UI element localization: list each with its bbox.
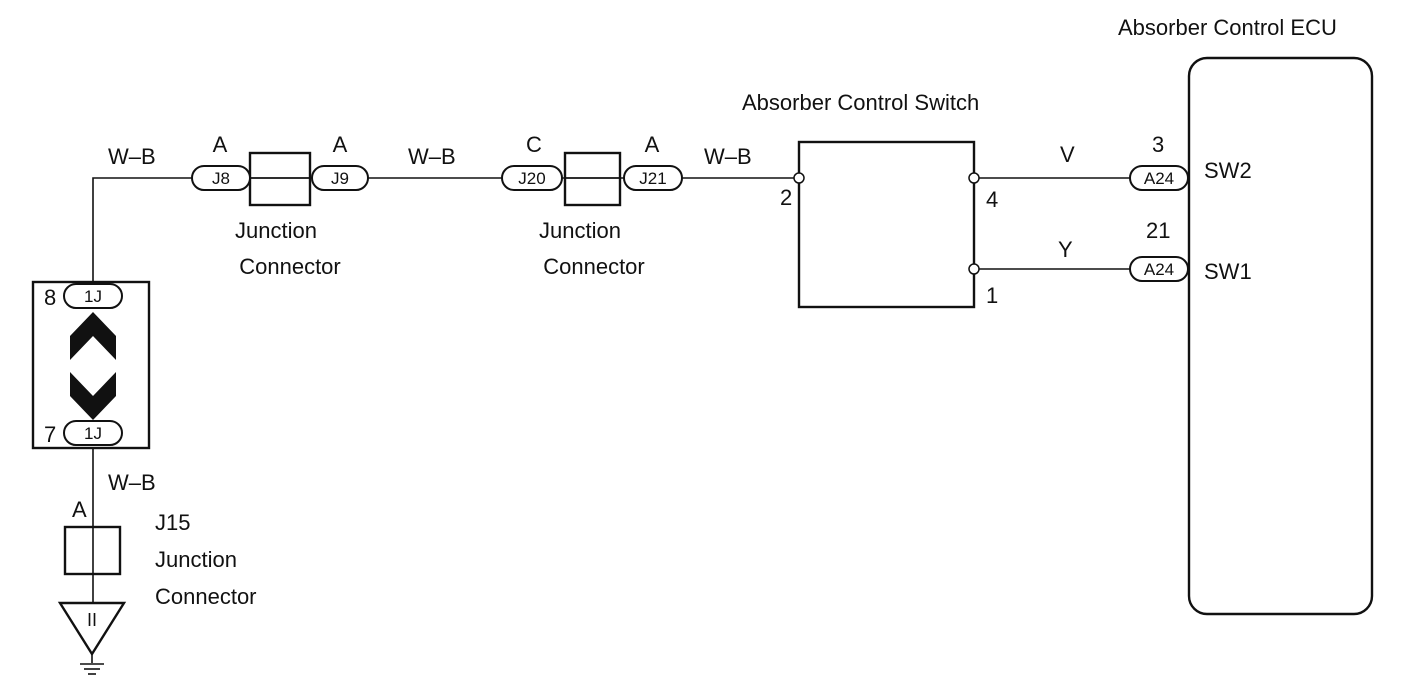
connector-j20-label: J20 — [518, 169, 545, 188]
junction-block-1j: 1J 8 1J 7 — [31, 280, 151, 450]
connector-j8 — [191, 165, 251, 191]
wire-label-y: Y — [1058, 237, 1073, 262]
connector-1j-top-label: 1J — [84, 287, 102, 306]
connector-j20-letter: C — [526, 132, 542, 157]
switch-box — [797, 140, 976, 309]
connector-1j-top — [63, 283, 123, 309]
junction-connector-2-label-line1: Junction — [539, 218, 621, 243]
ecu-box — [1187, 56, 1374, 616]
ground-symbol-text: II — [87, 610, 97, 630]
wire-label-wb-right: W–B — [704, 144, 752, 169]
absorber-control-switch: Absorber Control Switch 2 4 1 — [742, 90, 998, 309]
connector-j21-label: J21 — [639, 169, 666, 188]
ecu-pin-number-sw1: 21 — [1146, 218, 1170, 243]
connector-a24-sw1-label: A24 — [1144, 260, 1174, 279]
wire-left-vertical — [92, 177, 192, 282]
junction-block-box — [31, 280, 151, 450]
connector-j20 — [501, 165, 563, 191]
chevron-up-icon — [70, 312, 116, 360]
connector-j15-label-line2: Connector — [155, 584, 257, 609]
wire-label-v: V — [1060, 142, 1075, 167]
wire-label-wb-bottom: W–B — [108, 470, 156, 495]
connector-j15-label-line1: Junction — [155, 547, 237, 572]
switch-terminal-1 — [968, 263, 980, 275]
connector-a24-sw1 — [1129, 256, 1189, 282]
connector-j8-label: J8 — [212, 169, 230, 188]
connector-j9-label: J9 — [331, 169, 349, 188]
ground-icon: II — [57, 601, 127, 675]
junction-connector-j15: A J15 Junction Connector — [63, 497, 257, 609]
chevron-down-icon — [70, 372, 116, 420]
switch-terminal-4-label: 4 — [986, 187, 998, 212]
junction-connector-2-label-line2: Connector — [543, 254, 645, 279]
wire-label-wb-mid: W–B — [408, 144, 456, 169]
ecu-pin-number-sw2: 3 — [1152, 132, 1164, 157]
junction-connector-2: J20 J21 C A Junction Connector — [501, 132, 683, 279]
connector-a24-sw2-label: A24 — [1144, 169, 1174, 188]
connector-j8-letter: A — [213, 132, 228, 157]
ecu-pin-name-sw2: SW2 — [1204, 158, 1252, 183]
connector-j21-letter: A — [645, 132, 660, 157]
connector-1j-bottom — [63, 420, 123, 446]
switch-terminal-4 — [968, 172, 980, 184]
junction-connector-1-box — [248, 151, 312, 207]
wire-label-wb-top-left: W–B — [108, 144, 156, 169]
junction-block-top-pin: 8 — [44, 285, 56, 310]
ecu-title: Absorber Control ECU — [1118, 15, 1337, 40]
connector-j21 — [623, 165, 683, 191]
ground-triangle — [57, 601, 127, 657]
switch-title: Absorber Control Switch — [742, 90, 979, 115]
connector-j15-letter: A — [72, 497, 87, 522]
junction-connector-2-box — [563, 151, 622, 207]
switch-terminal-1-label: 1 — [986, 283, 998, 308]
switch-terminal-2-label: 2 — [780, 185, 792, 210]
switch-terminal-2 — [793, 172, 805, 184]
absorber-control-ecu: Absorber Control ECU 3 SW2 21 SW1 A24 A2… — [1118, 15, 1374, 616]
connector-1j-bottom-label: 1J — [84, 424, 102, 443]
ecu-pin-name-sw1: SW1 — [1204, 259, 1252, 284]
connector-j15-id: J15 — [155, 510, 190, 535]
junction-block-bottom-pin: 7 — [44, 422, 56, 447]
wire-labels: W–B W–B W–B V Y W–B — [108, 142, 1075, 495]
junction-connector-1: J8 J9 A A Junction Connector — [191, 132, 369, 279]
junction-connector-j15-box — [63, 525, 122, 576]
connector-j9 — [311, 165, 369, 191]
connector-a24-sw2 — [1129, 165, 1189, 191]
junction-connector-1-label-line1: Junction — [235, 218, 317, 243]
connector-j9-letter: A — [333, 132, 348, 157]
junction-connector-1-label-line2: Connector — [239, 254, 341, 279]
